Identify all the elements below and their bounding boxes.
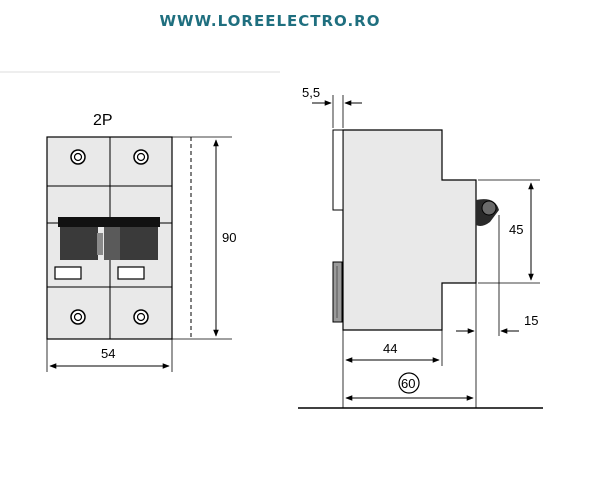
terminal-screw-icon (133, 149, 149, 165)
indicator-window (117, 266, 145, 280)
terminal-screw-icon (70, 309, 86, 325)
side-body (342, 129, 477, 331)
terminal-screw-icon (70, 149, 86, 165)
din-clip-upper (332, 129, 344, 211)
handle-right (120, 227, 158, 260)
dim-handle-offset-label: 15 (524, 313, 538, 328)
dim-circle (398, 372, 420, 394)
toggle-handle (58, 217, 160, 260)
dim-depth-total-label: 60 (401, 376, 415, 391)
handle-knob-icon (476, 199, 499, 226)
indicator-window (54, 266, 82, 280)
dim-handle-height-label: 45 (509, 222, 523, 237)
site-url: WWW.LOREELECTRO.RO (159, 12, 381, 30)
handle-link (97, 233, 103, 255)
handle-bar (58, 217, 160, 227)
dim-height-label: 90 (222, 230, 236, 245)
terminal-screw-icon (133, 309, 149, 325)
dim-clip-label: 5,5 (302, 85, 320, 100)
side-view: 5,5 45 15 44 60 (298, 85, 543, 409)
front-view: 2P (46, 112, 236, 372)
handle-middle (104, 227, 120, 260)
front-view-title: 2P (93, 112, 113, 129)
dim-width-label: 54 (101, 346, 115, 361)
handle-left (60, 227, 98, 260)
dim-depth-front-label: 44 (383, 341, 397, 356)
